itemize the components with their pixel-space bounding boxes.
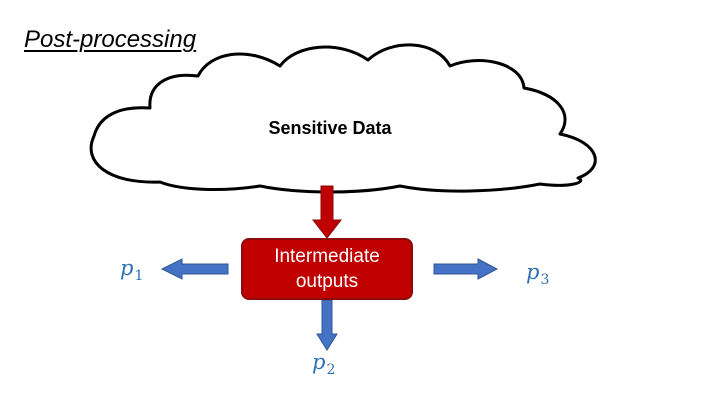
slide-title: Post-processing: [24, 26, 197, 53]
output-label-p3: p3: [526, 260, 549, 288]
output-arrow-left: [160, 258, 229, 280]
intermediate-outputs-label: Intermediate outputs: [274, 246, 380, 292]
output-label-p2: p2: [312, 350, 335, 378]
output-symbol: p: [526, 260, 540, 284]
cloud-label: Sensitive Data: [268, 118, 392, 138]
output-symbol: p: [312, 350, 326, 374]
output-label-p1: p1: [120, 256, 143, 284]
output-arrow-down: [316, 299, 338, 351]
output-symbol: p: [120, 256, 134, 280]
input-arrow: [311, 185, 343, 239]
output-arrow-right: [433, 258, 499, 280]
intermediate-outputs-box: Intermediate outputs: [241, 238, 413, 300]
cloud-shape: [89, 43, 597, 194]
output-subscript: 2: [326, 362, 336, 378]
output-subscript: 1: [134, 268, 144, 284]
output-subscript: 3: [540, 272, 550, 288]
